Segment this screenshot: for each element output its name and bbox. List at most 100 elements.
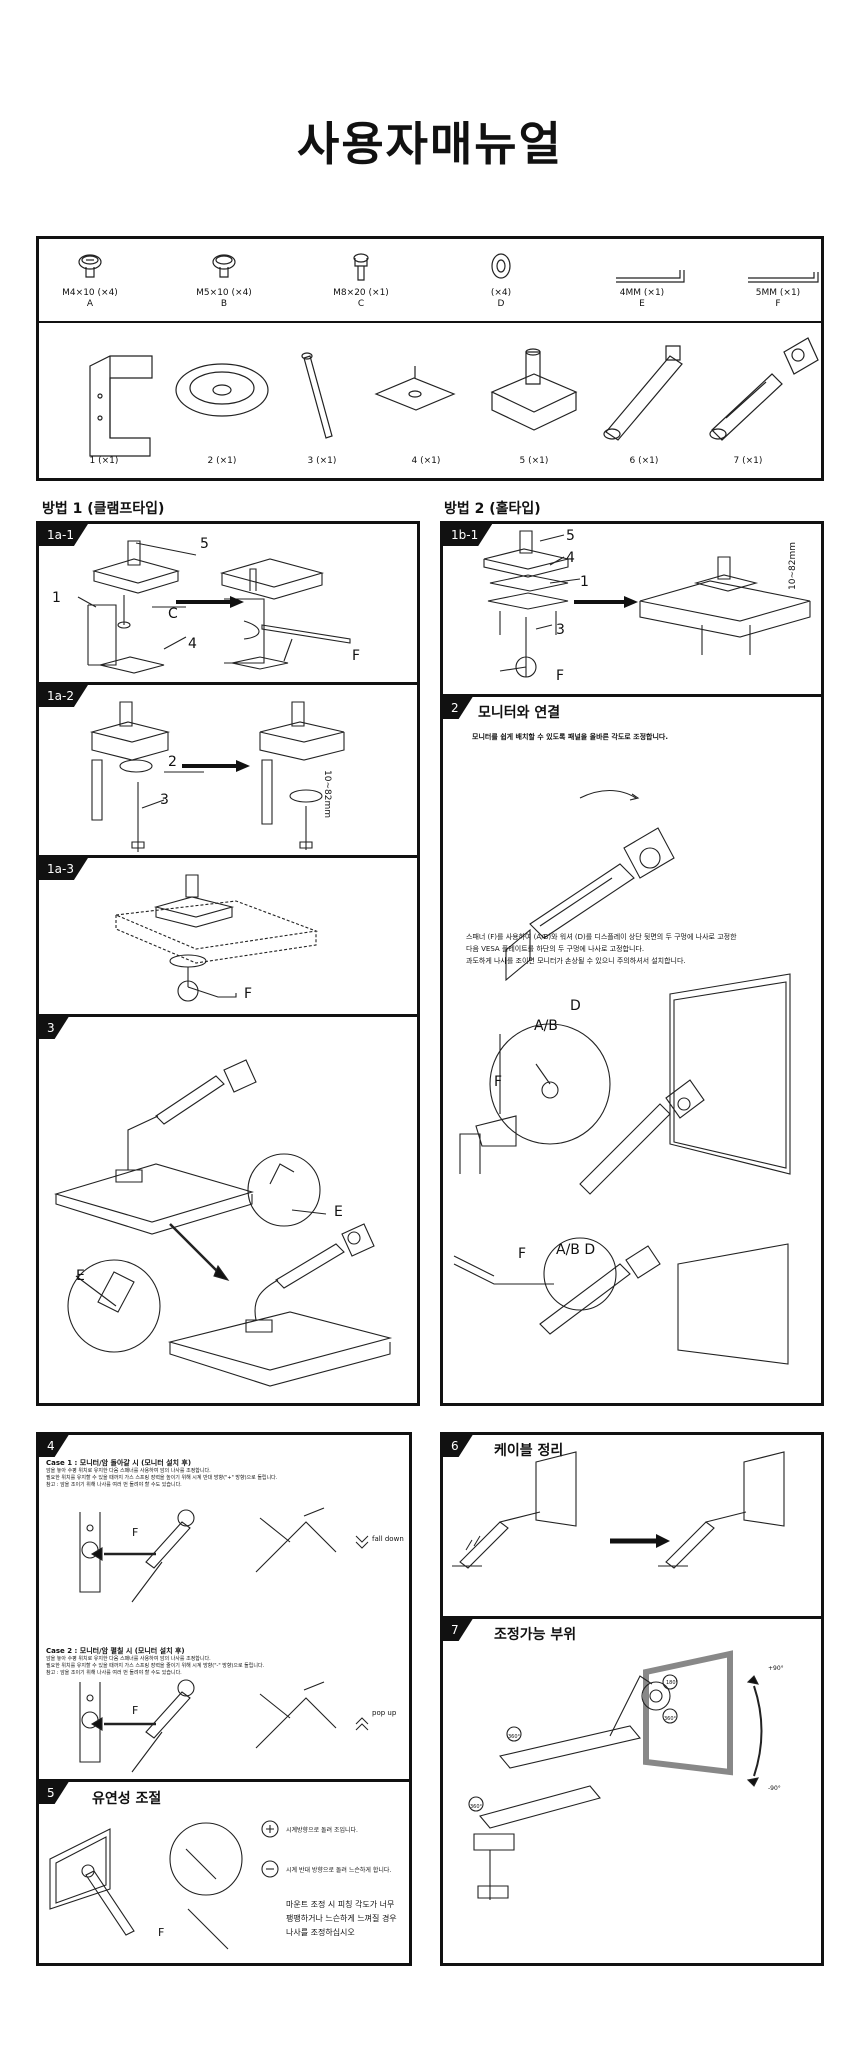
panel-7: 7 xyxy=(440,1616,824,1966)
diagram-1a-2 xyxy=(36,682,420,858)
callout-f: F xyxy=(352,648,361,664)
diagram-2-monitor xyxy=(440,694,824,1406)
clamp-range-label: 10~82mm xyxy=(788,542,798,590)
arrow-right-icon xyxy=(176,596,244,608)
sec2-line1: 모니터를 쉽게 배치할 수 있도록 패널을 올바른 각도로 조정합니다. xyxy=(472,733,669,741)
rotation-360-head: 360° xyxy=(664,1716,677,1722)
callout-4: 4 xyxy=(566,550,575,566)
clamp-range-label: 10~82mm xyxy=(322,770,332,818)
diagram-6 xyxy=(440,1432,824,1619)
sec5-plus: 시계방향으로 돌려 조입니다. xyxy=(286,1827,358,1834)
tilt-down-label: -90° xyxy=(768,1785,781,1792)
part-label-b: M5×10 (×4)B xyxy=(196,288,252,309)
callout-f: F xyxy=(158,1926,165,1939)
sec6-title: 케이블 정리 xyxy=(494,1443,564,1459)
sec2-title: 모니터와 연결 xyxy=(478,705,561,721)
pop-up-label: pop up xyxy=(372,1709,397,1717)
callout-e: E xyxy=(76,1268,85,1284)
callout-f: F xyxy=(494,1074,503,1090)
callout-f: F xyxy=(556,668,565,684)
washer-d-icon xyxy=(492,254,510,278)
callout-2: 2 xyxy=(168,754,177,770)
base-plate-icon xyxy=(176,364,268,416)
case1-line-3: 참고 : 암을 조이기 위해 나사를 여러 번 돌려야 할 수도 있습니다. xyxy=(46,1482,182,1488)
method1-heading: 방법 1 (클램프타입) xyxy=(42,501,165,517)
callout-5: 5 xyxy=(200,536,209,552)
callout-f: F xyxy=(132,1704,139,1717)
callout-ab: A/B xyxy=(534,1018,558,1034)
screw-b-icon xyxy=(213,255,235,277)
diagram-3 xyxy=(36,1014,420,1406)
part-label-4: 4 (×1) xyxy=(411,456,441,466)
step-tag: 1b-1 xyxy=(443,524,492,546)
part-label-7: 7 (×1) xyxy=(733,456,763,466)
rotation-360-base: 360° xyxy=(470,1804,483,1810)
diagram-5 xyxy=(36,1779,412,1966)
panel-3: 3 xyxy=(36,1014,420,1406)
parts-divider xyxy=(39,321,821,323)
arrow-right-icon xyxy=(574,596,638,608)
lower-arm-icon xyxy=(604,346,682,440)
rotation-180: 180° xyxy=(666,1680,679,1686)
part-label-2: 2 (×1) xyxy=(207,456,237,466)
panel-2: 2 xyxy=(440,694,824,1406)
sec5-title: 유연성 조절 xyxy=(92,1791,162,1807)
case1-line-1: 암을 놓아 수평 위치로 유지한 다음 스패너를 사용하여 암의 나사를 조정합… xyxy=(46,1468,211,1474)
diagram-1a-3 xyxy=(36,855,420,1017)
panel-5: 5 xyxy=(36,1779,412,1966)
parts-component-icons xyxy=(36,318,824,448)
part-label-1: 1 (×1) xyxy=(89,456,119,466)
part-label-5: 5 (×1) xyxy=(519,456,549,466)
sec2-para-3: 과도하게 나사를 조이면 모니터가 손상될 수 있으니 주의하셔서 설치합니다. xyxy=(466,957,686,965)
callout-f: F xyxy=(132,1526,139,1539)
diagram-7 xyxy=(440,1616,824,1966)
step-tag: 1a-2 xyxy=(39,685,88,707)
sec7-title: 조정가능 부위 xyxy=(494,1627,577,1643)
callout-e: E xyxy=(334,1204,343,1220)
diagram-2-arm xyxy=(440,694,824,1406)
part-label-e: 4MM (×1)E xyxy=(619,288,665,309)
tilt-up-label: +90° xyxy=(768,1665,784,1672)
diagram-1a-1 xyxy=(36,521,420,685)
screw-c-icon xyxy=(354,254,368,280)
arrow-right-icon xyxy=(610,1534,670,1548)
parts-list-box xyxy=(36,236,824,481)
case2-title: Case 2 : 모니터/암 펼칠 시 (모니터 설치 후) xyxy=(46,1647,185,1655)
fall-down-label: fall down xyxy=(372,1535,404,1543)
sec2-para-2: 다음 VESA 플레이트를 하단의 두 구멍에 나사로 고정합니다. xyxy=(466,945,645,953)
sec5-note-3: 나사를 조정하십시오 xyxy=(286,1928,355,1937)
callout-d: D xyxy=(570,998,581,1014)
callout-1: 1 xyxy=(52,590,61,606)
hex-key-f-icon xyxy=(748,272,818,282)
diagram-1b-1 xyxy=(440,521,824,697)
case1-title: Case 1 : 모니터/암 돌아갈 시 (모니터 설치 후) xyxy=(46,1459,192,1467)
case2-line-3: 참고 : 암을 조이기 위해 나사를 여러 번 돌려야 할 수도 있습니다. xyxy=(46,1670,182,1676)
part-label-d: (×4)D xyxy=(490,288,512,309)
part-label-f: 5MM (×1)F xyxy=(755,288,801,309)
upper-arm-icon xyxy=(710,338,818,440)
step-tag: 1a-1 xyxy=(39,524,88,546)
part-label-a: M4×10 (×4)A xyxy=(62,288,118,309)
callout-abd: A/B D xyxy=(556,1242,596,1258)
arrow-right-icon xyxy=(182,760,250,772)
callout-f: F xyxy=(244,986,253,1002)
callout-3: 3 xyxy=(556,622,565,638)
callout-1: 1 xyxy=(580,574,589,590)
parts-hardware-icons xyxy=(36,236,824,318)
mount-plate-icon xyxy=(376,366,454,410)
part-label-6: 6 (×1) xyxy=(629,456,659,466)
sec5-note-2: 팽팽하거나 느슨하게 느껴질 경우 xyxy=(286,1914,397,1923)
callout-f: F xyxy=(518,1246,527,1262)
pole-base-icon xyxy=(492,349,576,430)
callout-c: C xyxy=(168,606,178,622)
step-tag: 1a-3 xyxy=(39,858,88,880)
callout-3: 3 xyxy=(160,792,169,808)
page-title: 사용자매뉴얼 xyxy=(297,117,563,171)
clamp-icon xyxy=(90,356,152,456)
case2-line-1: 암을 놓아 수평 위치로 유지한 다음 스패너를 사용하여 암의 나사를 조정합… xyxy=(46,1656,211,1662)
callout-5: 5 xyxy=(566,528,575,544)
diagram-4-case1 xyxy=(36,1432,412,1782)
part-label-c: M8×20 (×1)C xyxy=(333,288,389,309)
case2-line-2: 필요한 위치를 유지할 수 있을 때까지 가스 스프링 장력을 줄이기 위해 시… xyxy=(46,1663,265,1669)
part-label-3: 3 (×1) xyxy=(307,456,337,466)
